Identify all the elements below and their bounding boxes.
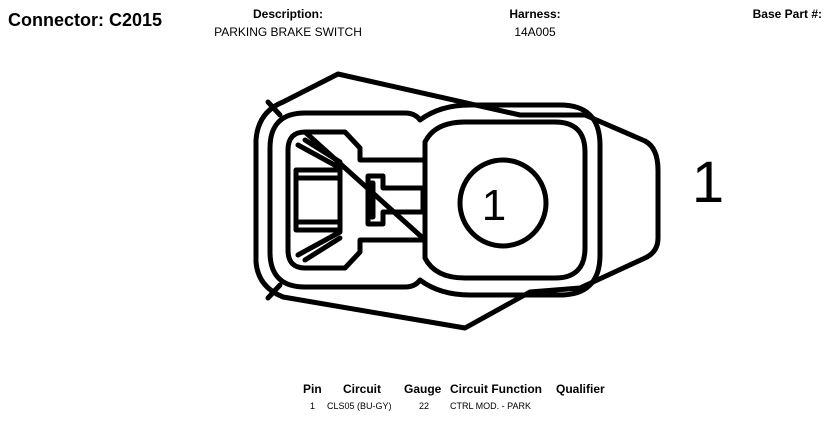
terminal-tab-line bbox=[365, 180, 376, 220]
inner-housing-outline bbox=[267, 102, 603, 298]
table-row-circuit: CLS05 (BU-GY) bbox=[327, 401, 392, 411]
latch-frame bbox=[285, 129, 428, 271]
pin-header: Pin bbox=[303, 382, 322, 396]
table-row-function: CTRL MOD. - PARK bbox=[450, 401, 532, 411]
table-row-gauge: 22 bbox=[419, 401, 430, 411]
description-value: PARKING BRAKE SWITCH bbox=[214, 25, 362, 39]
pin-circle-1 bbox=[457, 157, 549, 249]
cavity-number: 1 bbox=[482, 181, 506, 230]
harness-label: Harness: bbox=[509, 7, 561, 21]
lock-block bbox=[293, 167, 343, 233]
table-row-pin: 1 bbox=[310, 401, 316, 411]
circuit-header: Circuit bbox=[343, 382, 382, 396]
harness-value: 14A005 bbox=[514, 25, 556, 39]
base-part-label: Base Part #: bbox=[752, 7, 822, 21]
connector-side-label: 1 bbox=[692, 150, 724, 215]
connector-title: Connector: C2015 bbox=[8, 10, 163, 30]
circuit-function-header: Circuit Function bbox=[450, 382, 542, 396]
latch-arm-bottom-inner bbox=[302, 235, 343, 263]
description-label: Description: bbox=[252, 7, 323, 21]
terminal-tab bbox=[365, 173, 426, 227]
cavity-box bbox=[422, 119, 588, 281]
lock-block-divider bbox=[293, 175, 343, 225]
latch-arm-top-inner bbox=[302, 137, 343, 165]
housing-notch-bottom bbox=[265, 282, 283, 301]
latch-arm-top bbox=[295, 142, 343, 258]
gauge-header: Gauge bbox=[404, 382, 442, 396]
connector-housing-outline bbox=[253, 71, 661, 331]
housing-notch-top bbox=[265, 99, 283, 118]
qualifier-header: Qualifier bbox=[556, 382, 605, 396]
